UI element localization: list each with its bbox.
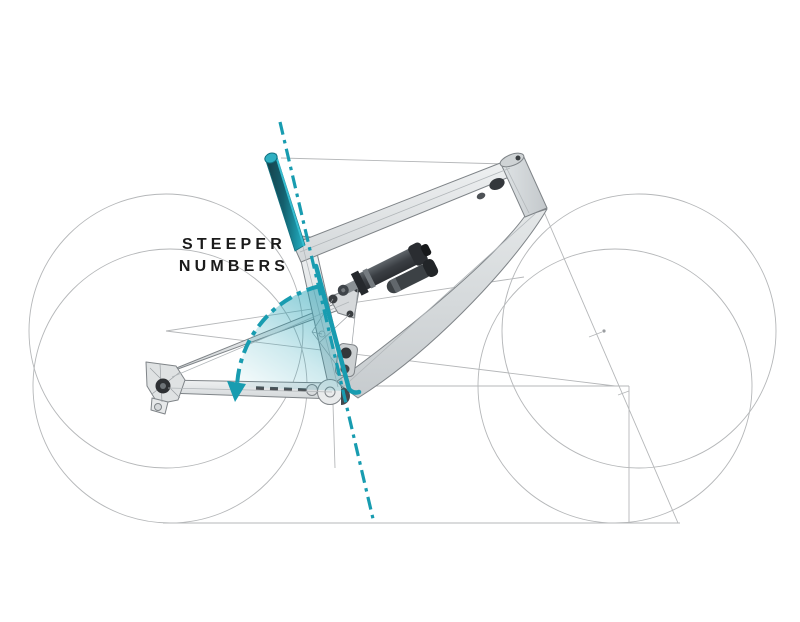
shock-knob — [420, 243, 432, 257]
shock-collar — [350, 270, 369, 296]
seat-angle-annotation — [227, 121, 376, 524]
top-tube — [292, 159, 520, 263]
angle-highlight-sector — [237, 286, 345, 391]
reservoir-cap — [422, 258, 439, 278]
steering-axis-line — [522, 162, 679, 524]
link-pivot-upper — [340, 347, 352, 359]
bb-drop-line — [332, 403, 336, 469]
fork-offset-dot — [602, 329, 606, 333]
effective-top-tube-line — [280, 157, 507, 165]
rear-shock — [337, 242, 439, 296]
trail-corner-tick — [617, 390, 630, 396]
label-line-2: NUMBERS — [178, 257, 290, 275]
seatpost-head — [264, 152, 278, 164]
seat-tube-axis-solid — [313, 263, 362, 395]
down-tube — [335, 208, 548, 399]
top-cap-bolt — [515, 155, 521, 161]
fork-offset-tick — [588, 331, 603, 338]
cable-port-small — [476, 192, 486, 200]
cable-port — [489, 177, 505, 191]
front-wheel-circle-offset — [501, 193, 777, 469]
hanger-bolt — [154, 403, 162, 411]
steeper-numbers-label: STEEPER NUMBERS — [168, 234, 300, 277]
rear-axle-bolt — [160, 383, 166, 389]
reservoir-band — [389, 277, 402, 293]
seatpost-highlight — [275, 155, 305, 247]
label-line-1: STEEPER — [181, 236, 287, 253]
shock-eyelet-hole — [341, 288, 346, 293]
shock-band — [362, 268, 376, 289]
rotation-arrowhead — [227, 381, 246, 402]
rotation-arc — [235, 284, 321, 388]
